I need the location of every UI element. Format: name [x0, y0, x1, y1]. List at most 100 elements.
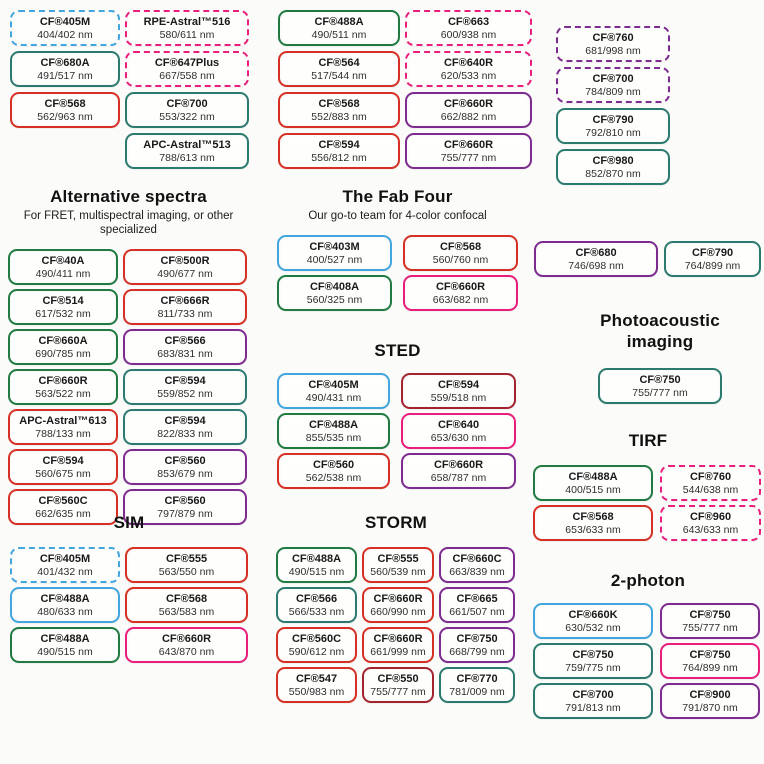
dye-badge: CF®594 560/675 nm — [8, 449, 118, 485]
dye-name: CF®514 — [42, 294, 84, 307]
group-top-middle-col2: CF®663 600/938 nm CF®640R 620/533 nm CF®… — [405, 10, 532, 174]
dye-badge: CF®488A 480/633 nm — [10, 587, 120, 623]
group-top-right: CF®760 681/998 nm CF®700 784/809 nm CF®7… — [556, 26, 670, 190]
dye-wavelengths: 562/538 nm — [305, 471, 362, 484]
dye-wavelengths: 590/612 nm — [288, 645, 345, 658]
dye-badge: CF®660R 661/999 nm — [362, 627, 434, 663]
dye-wavelengths: 667/558 nm — [159, 69, 215, 82]
dye-wavelengths: 662/882 nm — [440, 110, 497, 123]
dye-wavelengths: 560/760 nm — [432, 253, 489, 266]
dye-badge: CF®514 617/532 nm — [8, 289, 118, 325]
dye-wavelengths: 683/831 nm — [157, 347, 213, 360]
dye-badge: CF®750 755/777 nm — [598, 368, 722, 404]
dye-badge: CF®790 764/899 nm — [664, 241, 761, 277]
dye-name: CF®408A — [309, 280, 360, 293]
dye-badge: CF®405M 490/431 nm — [277, 373, 390, 409]
dye-badge: CF®900 791/870 nm — [660, 683, 760, 719]
dye-name: CF®660R — [435, 280, 486, 293]
dye-name: CF®555 — [377, 552, 419, 565]
dye-badge: CF®488A 490/515 nm — [276, 547, 357, 583]
dye-badge: CF®680A 491/517 nm — [10, 51, 120, 87]
dye-name: CF®640 — [437, 418, 480, 431]
dye-wavelengths: 852/870 nm — [585, 167, 641, 180]
dye-badge: CF®660A 690/785 nm — [8, 329, 118, 365]
dye-name: CF®660R — [433, 458, 484, 471]
dye-wavelengths: 781/009 nm — [449, 685, 505, 698]
dye-badge: CF®594 559/852 nm — [123, 369, 247, 405]
dye-name: CF®488A — [291, 552, 342, 565]
dye-badge: CF®660R 643/870 nm — [125, 627, 248, 663]
dye-name: CF®663 — [447, 15, 490, 28]
dye-badge: CF®40A 490/411 nm — [8, 249, 118, 285]
dye-wavelengths: 755/777 nm — [440, 151, 497, 164]
storm-grid: CF®488A 490/515 nm CF®555 560/539 nm CF®… — [276, 547, 516, 703]
dye-wavelengths: 560/675 nm — [35, 467, 91, 480]
section-title: Alternative spectra — [50, 187, 207, 206]
section-storm: STORM CF®488A 490/515 nm CF®555 560/539 … — [276, 512, 516, 703]
dye-wavelengths: 643/633 nm — [682, 523, 739, 536]
dye-name: CF®640R — [443, 56, 494, 69]
dye-name: CF®488A — [314, 15, 364, 28]
dye-name: CF®560C — [38, 494, 88, 507]
dye-name: CF®750 — [572, 648, 614, 661]
dye-badge: CF®560 853/679 nm — [123, 449, 247, 485]
dye-wavelengths: 559/518 nm — [430, 391, 487, 404]
dye-wavelengths: 562/963 nm — [37, 110, 93, 123]
dye-badge: CF®700 553/322 nm — [125, 92, 249, 128]
dye-wavelengths: 755/777 nm — [632, 386, 688, 399]
dye-wavelengths: 755/777 nm — [682, 621, 738, 634]
dye-badge: CF®660R 663/682 nm — [403, 275, 518, 311]
dye-badge: CF®488A 400/515 nm — [533, 465, 653, 501]
alternative-col1: CF®40A 490/411 nm CF®514 617/532 nm CF®6… — [8, 249, 118, 529]
dye-name: CF®960 — [689, 510, 732, 523]
dye-name: CF®560C — [291, 632, 342, 645]
dye-badge: CF®660R 563/522 nm — [8, 369, 118, 405]
dye-name: CF®594 — [42, 454, 84, 467]
dye-badge: CF®665 661/507 nm — [439, 587, 515, 623]
dye-wavelengths: 653/630 nm — [430, 431, 487, 444]
dye-wavelengths: 490/515 nm — [37, 645, 93, 658]
dye-name: CF®405M — [308, 378, 359, 391]
dye-name: CF®700 — [592, 72, 634, 85]
dye-wavelengths: 690/785 nm — [35, 347, 91, 360]
dye-badge: CF®700 784/809 nm — [556, 67, 670, 103]
dye-wavelengths: 600/938 nm — [440, 28, 497, 41]
dye-badge: CF®663 600/938 nm — [405, 10, 532, 46]
section-subtitle: Our go-to team for 4-color confocal — [308, 210, 487, 222]
sim-grid: CF®405M 401/432 nm CF®555 563/550 nm CF®… — [10, 547, 248, 663]
dye-name: CF®790 — [592, 113, 634, 126]
dye-badge: CF®555 563/550 nm — [125, 547, 248, 583]
dye-name: CF®568 — [44, 97, 86, 110]
dye-wavelengths: 668/799 nm — [449, 645, 505, 658]
dye-badge: CF®980 852/870 nm — [556, 149, 670, 185]
group-top-middle: CF®488A 490/511 nm CF®564 517/544 nm CF®… — [278, 10, 532, 174]
dye-badge: CF®555 560/539 nm — [362, 547, 434, 583]
dye-wavelengths: 822/833 nm — [157, 427, 213, 440]
dye-badge: CF®750 764/899 nm — [660, 643, 760, 679]
dye-name: CF®488A — [40, 632, 90, 645]
dye-name: CF®660R — [373, 632, 423, 645]
dye-name: CF®660C — [452, 552, 502, 565]
dye-badge: CF®750 759/775 nm — [533, 643, 653, 679]
dye-wavelengths: 480/633 nm — [37, 605, 93, 618]
dye-badge: CF®760 544/638 nm — [660, 465, 761, 501]
dye-badge: CF®408A 560/325 nm — [277, 275, 392, 311]
section-alternative-spectra: Alternative spectra For FRET, multispect… — [8, 186, 249, 529]
dye-name: CF®566 — [295, 592, 338, 605]
dye-wavelengths: 550/983 nm — [288, 685, 345, 698]
dye-badge: APC-Astral™613 788/133 nm — [8, 409, 118, 445]
right-pair-grid: CF®680 746/698 nm CF®790 764/899 nm — [534, 241, 761, 277]
dye-badge: CF®660R 658/787 nm — [401, 453, 516, 489]
dye-name: APC-Astral™513 — [143, 138, 231, 151]
dye-name: CF®666R — [160, 294, 210, 307]
dye-name: CF®594 — [164, 414, 206, 427]
dye-wavelengths: 784/809 nm — [585, 85, 641, 98]
dye-name: CF®560 — [164, 494, 206, 507]
dye-wavelengths: 764/899 nm — [682, 661, 738, 674]
dye-name: CF®980 — [592, 154, 634, 167]
dye-badge: CF®568 562/963 nm — [10, 92, 120, 128]
section-fab-four: The Fab Four Our go-to team for 4-color … — [277, 186, 518, 311]
dye-wavelengths: 660/990 nm — [370, 605, 426, 618]
dye-name: CF®647Plus — [154, 56, 220, 69]
dye-wavelengths: 400/527 nm — [306, 253, 363, 266]
